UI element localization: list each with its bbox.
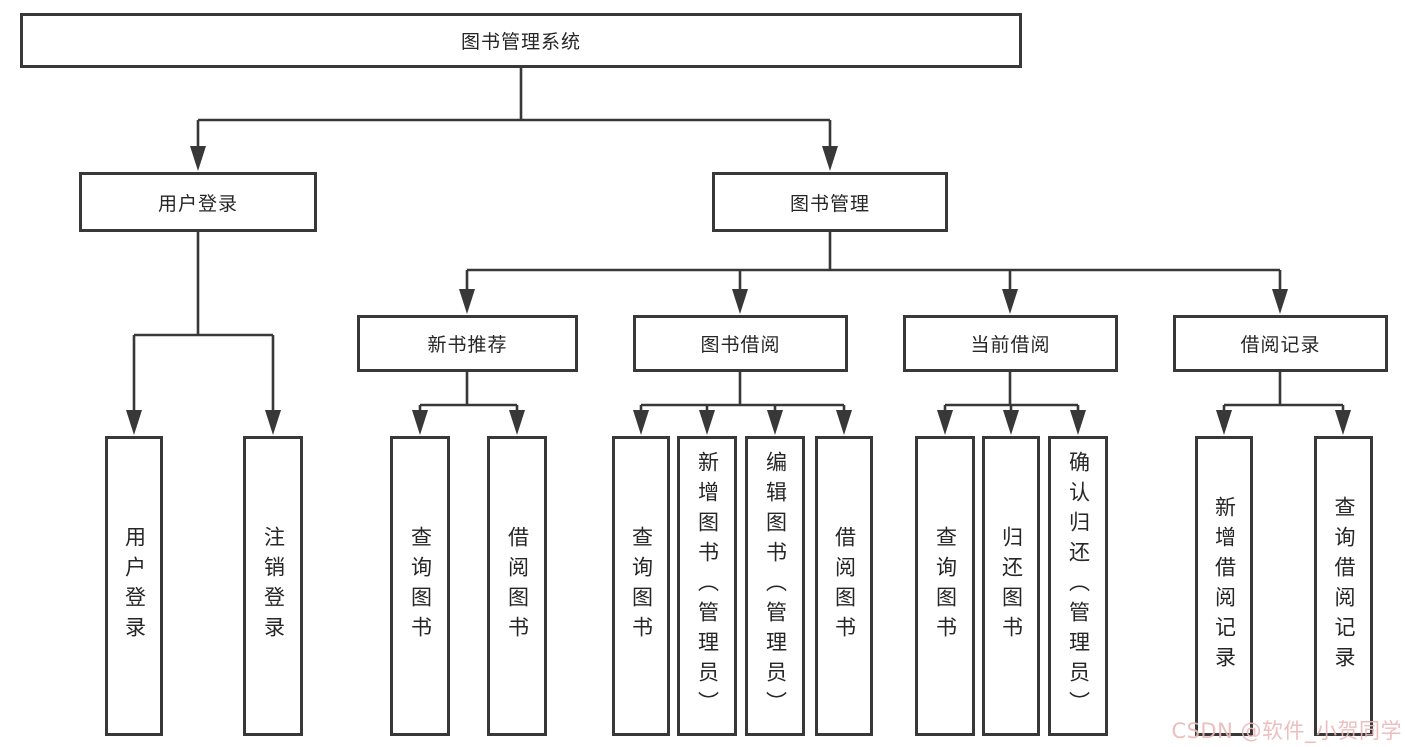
arrowhead-icon <box>822 146 838 171</box>
arrowhead-icon <box>836 410 852 435</box>
arrowhead-icon <box>126 410 142 435</box>
root-split-line <box>196 68 832 150</box>
node-label: 新增借阅记录 <box>1212 496 1237 676</box>
node-new-book-recommend: 新书推荐 <box>357 315 578 372</box>
arrowhead-icon <box>1335 410 1351 435</box>
node-borrow-records: 借阅记录 <box>1173 315 1388 372</box>
arrowhead-icon <box>767 410 783 435</box>
leaf-query-borrow-record: 查询借阅记录 <box>1314 436 1373 736</box>
node-label: 用户登录 <box>157 192 238 215</box>
arrowhead-icon <box>937 410 953 435</box>
node-label: 查询图书 <box>408 526 433 646</box>
arrowhead-icon <box>190 146 206 171</box>
leaf-add-books-admin: 新增图书（管理员） <box>677 436 737 736</box>
node-current-borrow: 当前借阅 <box>903 315 1118 372</box>
node-book-borrow: 图书借阅 <box>633 315 848 372</box>
node-user-login: 用户登录 <box>79 172 317 232</box>
arrowhead-icon <box>732 289 748 314</box>
arrowhead-icon <box>1002 289 1018 314</box>
user-login-split-line <box>132 232 275 414</box>
leaf-borrow-books-1: 借阅图书 <box>487 436 547 736</box>
book-mgmt-split-line <box>465 232 1282 293</box>
arrowhead-icon <box>509 410 525 435</box>
leaf-confirm-return-admin: 确认归还（管理员） <box>1048 436 1108 736</box>
leaf-borrow-books-2: 借阅图书 <box>815 436 873 736</box>
node-label: 新增图书（管理员） <box>695 451 720 721</box>
leaf-return-books: 归还图书 <box>982 436 1040 736</box>
leaf-user-login: 用户登录 <box>105 436 163 736</box>
arrowhead-icon <box>1272 289 1288 314</box>
node-label: 当前借阅 <box>970 334 1051 356</box>
node-label: 图书管理 <box>789 192 870 215</box>
leaf-edit-books-admin: 编辑图书（管理员） <box>745 436 805 736</box>
node-book-management: 图书管理 <box>712 172 948 232</box>
node-label: 借阅图书 <box>832 526 857 646</box>
arrowhead-icon <box>1003 410 1019 435</box>
node-label: 确认归还（管理员） <box>1066 451 1091 721</box>
arrowhead-icon <box>699 410 715 435</box>
leaf-query-books-2: 查询图书 <box>612 436 670 736</box>
node-label: 查询图书 <box>933 526 958 646</box>
borrow-records-split-line <box>1222 372 1345 414</box>
node-label: 查询借阅记录 <box>1332 496 1356 676</box>
node-label: 新书推荐 <box>427 334 508 356</box>
arrowhead-icon <box>1216 410 1232 435</box>
leaf-query-books-3: 查询图书 <box>915 436 975 736</box>
book-borrow-split-line <box>639 372 846 414</box>
node-label: 图书管理系统 <box>460 31 581 53</box>
leaf-add-borrow-record: 新增借阅记录 <box>1195 436 1253 736</box>
new-book-split-line <box>418 372 519 414</box>
node-library-system: 图书管理系统 <box>20 13 1022 68</box>
node-label: 图书借阅 <box>700 334 781 356</box>
leaf-query-books-1: 查询图书 <box>390 436 450 736</box>
current-borrow-split-line <box>943 372 1080 414</box>
node-label: 用户登录 <box>122 526 147 646</box>
node-label: 注销登录 <box>261 526 286 646</box>
arrowhead-icon <box>1070 410 1086 435</box>
leaf-logout: 注销登录 <box>243 436 303 736</box>
node-label: 归还图书 <box>999 526 1024 646</box>
node-label: 编辑图书（管理员） <box>763 451 788 721</box>
node-label: 借阅图书 <box>505 526 530 646</box>
arrowhead-icon <box>459 289 475 314</box>
arrowhead-icon <box>633 410 649 435</box>
node-label: 查询图书 <box>629 526 654 646</box>
node-label: 借阅记录 <box>1240 334 1321 356</box>
arrowhead-icon <box>412 410 428 435</box>
arrowhead-icon <box>265 410 281 435</box>
csdn-watermark: CSDN @软件_小贺同学 <box>1171 719 1402 743</box>
